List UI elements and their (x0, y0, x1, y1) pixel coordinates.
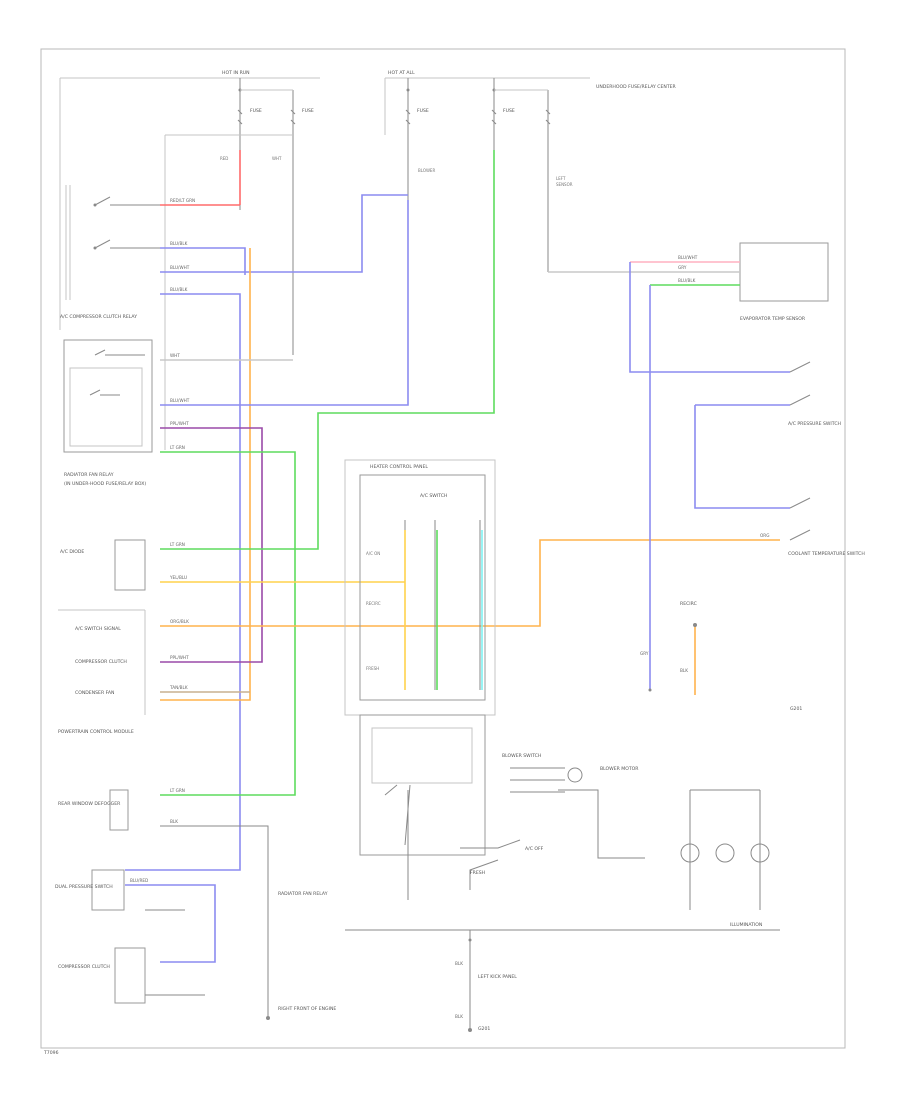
wire-org-2: ORG (760, 533, 769, 538)
blower-motor: BLOWER MOTOR A/C OFF FRESH (460, 766, 645, 890)
ground-g2-label: G201 (790, 706, 802, 712)
ground-g-label: G201 (478, 1026, 490, 1032)
ac-relay-block: A/C COMPRESSOR CLUTCH RELAY (60, 134, 293, 450)
ac-pressure-switch: A/C PRESSURE SWITCH COOLANT TEMPERATURE … (629, 262, 865, 557)
ac-switch-signal-label: A/C SWITCH SIGNAL (75, 626, 121, 632)
right-ground-stack: GRY BLK RECIRC G201 (640, 285, 802, 712)
blower-motor-label: BLOWER MOTOR (600, 766, 639, 772)
wires-left: RED/LT GRN BLU/BLK BLU/WHT BLU/BLK WHT B… (125, 150, 780, 1018)
evaporator-sensor: BLU/WHT GRY BLU/BLK EVAPORATOR TEMP SENS… (548, 242, 829, 322)
underhood-note-label: (IN UNDER-HOOD FUSE/RELAY BOX) (64, 481, 146, 487)
pcm-block: A/C SWITCH SIGNAL COMPRESSOR CLUTCH COND… (58, 609, 146, 735)
fresh-label: FRESH (470, 870, 485, 876)
wire-blk-4: BLK (680, 668, 688, 673)
wire-blu-6: BLU/WHT (678, 255, 698, 260)
ac-switch-label: A/C SWITCH (420, 493, 447, 499)
hot-at-all-label: HOT AT ALL (388, 70, 415, 76)
wire-grn-3: LT GRN (170, 788, 185, 793)
wire-wht-1: WHT (170, 353, 180, 358)
fuse-block-left: HOT IN RUN FUSE FUSE RED WHT (59, 70, 320, 355)
ground-right-front: RIGHT FRONT OF ENGINE RADIATOR FAN RELAY (266, 891, 336, 1020)
illumination-label: ILLUMINATION (730, 922, 762, 928)
wire-red-1: RED/LT GRN (170, 198, 195, 203)
footer-code: T7096 (43, 1050, 59, 1056)
ac-diode-block: A/C DIODE (60, 539, 146, 591)
diagram-frame (40, 48, 846, 1049)
right-ground-label: RIGHT FRONT OF ENGINE (278, 1006, 336, 1012)
coolant-temp-label: COOLANT TEMPERATURE SWITCH (788, 551, 865, 557)
rear-defogger-block: REAR WINDOW DEFOGGER (58, 789, 129, 831)
blower-switch-label: BLOWER SWITCH (502, 753, 541, 759)
fuse-b-label: FUSE (302, 108, 314, 114)
svg-text:LEFT: LEFT (556, 176, 566, 181)
svg-text:RECIRC: RECIRC (366, 601, 381, 606)
ground-bus: LEFT KICK PANEL G201 BLK BLK (345, 929, 780, 1032)
fuse-a-label: FUSE (250, 108, 262, 114)
wire-blu-5: BLU/RED (130, 878, 148, 883)
wire-blk-2: BLK (455, 961, 463, 966)
evaporator-label: EVAPORATOR TEMP SENSOR (740, 316, 806, 322)
wire-pur-2: PPL/WHT (170, 655, 189, 660)
compressor-clutch-2-label: COMPRESSOR CLUTCH (58, 964, 110, 970)
wire-blu-1: BLU/BLK (170, 241, 188, 246)
wire-blu-4: BLU/WHT (170, 398, 190, 403)
underhood-label: UNDERHOOD FUSE/RELAY CENTER (596, 84, 677, 90)
dual-pressure-label: DUAL PRESSURE SWITCH (55, 884, 113, 890)
svg-text:A/C ON: A/C ON (366, 551, 380, 556)
svg-text:BLOWER: BLOWER (418, 168, 435, 173)
radiator-fan-relay-label: RADIATOR FAN RELAY (278, 891, 328, 897)
wire-blu-2: BLU/WHT (170, 265, 190, 270)
pcm-label: POWERTRAIN CONTROL MODULE (58, 729, 134, 735)
svg-text:WHT: WHT (272, 156, 282, 161)
wire-grn-1: LT GRN (170, 445, 185, 450)
heater-control-label: HEATER CONTROL PANEL (370, 464, 428, 470)
recirc-label: RECIRC (680, 601, 697, 607)
wire-grn-2: LT GRN (170, 542, 185, 547)
wire-blk-3: BLK (455, 1014, 463, 1019)
ac-diode-label: A/C DIODE (60, 549, 84, 555)
rear-window-label: REAR WINDOW DEFOGGER (58, 801, 121, 807)
ac-relay-label: A/C COMPRESSOR CLUTCH RELAY (60, 314, 137, 320)
wire-blu-7: BLU/BLK (678, 278, 696, 283)
heater-control-panel: HEATER CONTROL PANEL A/C SWITCH A/C ON R… (344, 459, 541, 900)
wire-yel-1: YEL/BLU (169, 575, 187, 580)
wire-gry-2: GRY (640, 651, 649, 656)
radiator-relay-label: RADIATOR FAN RELAY (64, 472, 114, 478)
hot-in-run-label: HOT IN RUN (222, 70, 250, 76)
condenser-fan-label: CONDENSER FAN (75, 690, 114, 696)
radiator-relay-block: RADIATOR FAN RELAY (IN UNDER-HOOD FUSE/R… (63, 339, 153, 487)
wire-blu-3: BLU/BLK (170, 287, 188, 292)
wire-gry-1: GRY (678, 265, 687, 270)
ac-off-label: A/C OFF (525, 846, 544, 852)
ac-pressure-switch-label: A/C PRESSURE SWITCH (788, 421, 841, 427)
svg-text:SENSOR: SENSOR (556, 182, 573, 187)
compressor-clutch-block: DUAL PRESSURE SWITCH COMPRESSOR CLUTCH (55, 869, 205, 1004)
svg-text:RED: RED (220, 156, 228, 161)
illumination-lamps: ILLUMINATION (680, 789, 770, 928)
compressor-clutch-label: COMPRESSOR CLUTCH (75, 659, 127, 665)
wire-blk-1: BLK (170, 819, 178, 824)
fuse-d-label: FUSE (503, 108, 515, 114)
wire-org-1: ORG/BLK (170, 619, 189, 624)
wire-tan-1: TAN/BLK (169, 685, 188, 690)
fuse-block-right: HOT AT ALL FUSE FUSE UNDERHOOD FUSE/RELA… (384, 70, 677, 272)
fuse-c-label: FUSE (417, 108, 429, 114)
svg-text:FRESH: FRESH (366, 666, 379, 671)
left-ground-label: LEFT KICK PANEL (478, 974, 517, 980)
wire-pur-1: PPL/WHT (170, 421, 189, 426)
